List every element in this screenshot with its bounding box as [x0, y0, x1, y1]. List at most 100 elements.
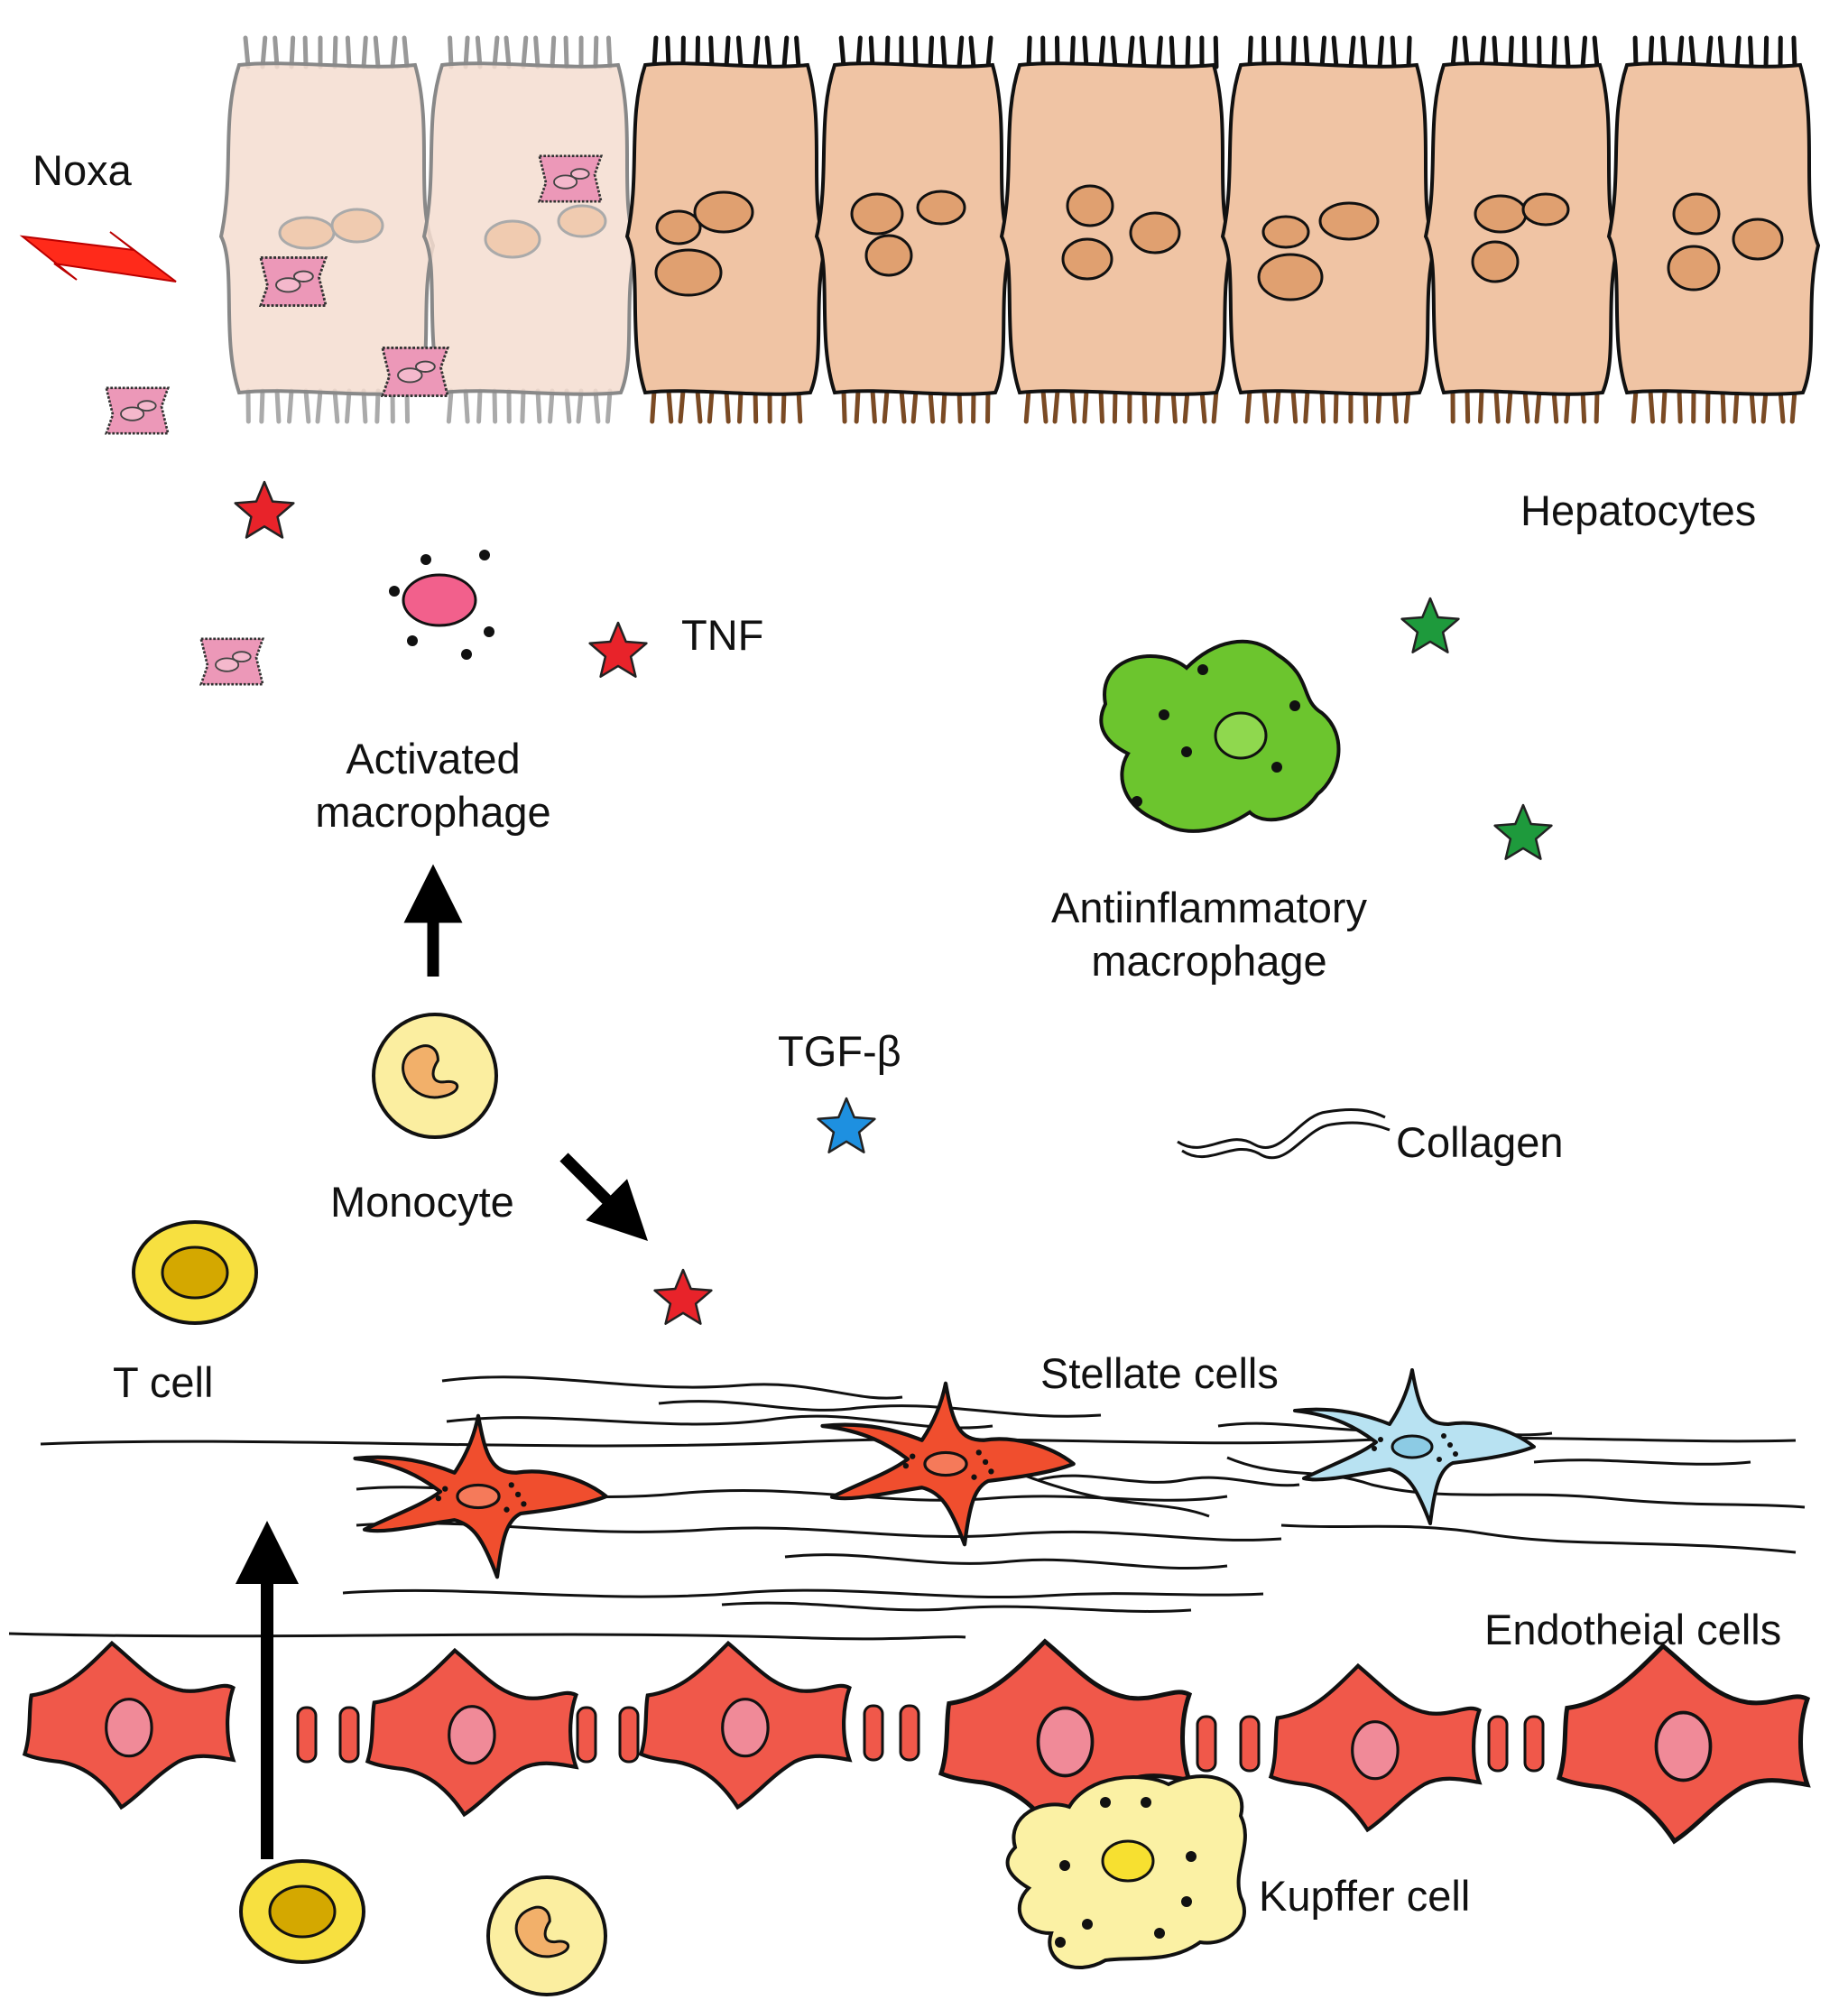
collagen-fiber: [446, 1414, 993, 1430]
noxa-lightning-icon: [19, 231, 177, 282]
hepatocyte: [1423, 61, 1621, 396]
hepatocyte-nucleus: [864, 234, 913, 277]
tnf-star-icon: [653, 1268, 713, 1325]
stellate-nucleus: [923, 1450, 968, 1477]
hepatocyte-nucleus: [1667, 245, 1721, 292]
endothelial-nucleus: [1654, 1710, 1713, 1782]
endothelial-junction: [899, 1704, 920, 1762]
endothelial-cell: [938, 1638, 1193, 1840]
endothelial-nucleus: [448, 1705, 496, 1765]
cell-layer: [19, 154, 1811, 1996]
hepatocyte: [999, 61, 1234, 396]
tnf-star-icon: [588, 621, 648, 678]
hepatocyte: [421, 61, 639, 396]
monocyte: [372, 1013, 498, 1139]
stellate-nucleus: [1391, 1434, 1434, 1459]
stellate-cells-label: Stellate cells: [1040, 1349, 1279, 1397]
endothelial-junction: [338, 1706, 360, 1764]
collagen-fiber: [1533, 1458, 1751, 1466]
activated-macrophage-nucleus: [402, 573, 477, 627]
apoptotic-body: [258, 255, 328, 308]
collagen-fiber: [1226, 1456, 1806, 1509]
hepatocyte-nucleus: [1129, 211, 1181, 255]
hepatocyte: [624, 61, 828, 396]
endothelial-cell: [1556, 1643, 1811, 1845]
collagen-label: Collagen: [1396, 1118, 1564, 1166]
hepatocyte-nucleus: [278, 216, 336, 250]
antiinflammatory-macrophage-label: Antiinflammatory macrophage: [1002, 882, 1417, 988]
t-cell-nucleus: [161, 1245, 229, 1300]
tnf-star-icon: [234, 480, 295, 539]
hepatocyte-nucleus: [1318, 201, 1380, 241]
endothelial-junction: [863, 1704, 884, 1762]
t-cell: [239, 1859, 365, 1964]
hepatocyte: [1606, 61, 1821, 396]
endothelial-cell: [1268, 1662, 1483, 1833]
endothelial-junction: [1523, 1715, 1545, 1773]
hepatocyte-nucleus: [557, 204, 607, 238]
tgf-beta-label: TGF-β: [778, 1027, 901, 1075]
hepatocyte-nucleus: [850, 192, 904, 236]
hepatocyte-nucleus: [1521, 192, 1570, 227]
endothelial-nucleus: [1351, 1720, 1400, 1781]
antiinflammatory-macrophage-label-line2: macrophage: [1091, 936, 1327, 985]
stellate-nucleus: [456, 1483, 501, 1510]
collagen-fiber: [1280, 1523, 1797, 1554]
tnf-label: TNF: [681, 611, 764, 659]
antiinflammatory-macrophage-label-line1: Antiinflammatory: [1051, 884, 1367, 931]
microvilli-layer: [243, 35, 1797, 424]
endothelial-cell: [365, 1647, 579, 1818]
apoptotic-body: [104, 386, 171, 435]
collagen-fiber: [658, 1400, 1102, 1418]
stellate-cell-activated: [820, 1381, 1076, 1547]
migration-arrow-icon: [559, 1153, 648, 1241]
t-cell-label: T cell: [113, 1358, 214, 1406]
hepatocyte-nucleus: [1257, 253, 1324, 301]
endothelial-junction: [1487, 1715, 1509, 1773]
activated-macrophage-label: Activated macrophage: [271, 733, 596, 839]
activated-macrophage-label-line1: Activated: [346, 735, 521, 782]
endothelial-junction: [576, 1706, 597, 1764]
collagen-fiber: [721, 1601, 1192, 1613]
endothelial-junction: [1239, 1715, 1261, 1773]
hepatocyte-nucleus: [916, 190, 966, 226]
activated-macrophage: [389, 550, 494, 660]
endothelial-junction: [618, 1706, 640, 1764]
collagen-fiber: [441, 1375, 903, 1400]
endothelial-cell: [22, 1640, 236, 1810]
monocyte-nucleus: [402, 1044, 459, 1099]
collagen-fiber: [342, 1588, 1264, 1599]
hepatocyte: [1220, 61, 1437, 396]
antiinflammatory-star-icon: [1493, 803, 1553, 860]
hepatocyte-nucleus: [484, 219, 541, 259]
activated-macrophage-label-line2: macrophage: [315, 787, 551, 836]
endothelial-nucleus: [1036, 1706, 1095, 1778]
hepatocyte: [218, 61, 436, 396]
collagen-icon: [1177, 1108, 1386, 1149]
apoptotic-body: [199, 637, 265, 686]
hepatocytes-label: Hepatocytes: [1520, 486, 1757, 534]
monocyte-label: Monocyte: [330, 1178, 514, 1226]
hepatocyte-nucleus: [1471, 240, 1520, 283]
kupffer-cell-label: Kupffer cell: [1259, 1872, 1471, 1920]
stellate-cell-quiescent: [1293, 1368, 1536, 1525]
collagen-fiber: [1037, 1474, 1300, 1487]
endothelial-junction: [296, 1706, 318, 1764]
collagen-fiber: [8, 1632, 966, 1641]
stellate-cell-activated: [353, 1413, 608, 1579]
hepatocyte-nucleus: [1066, 184, 1114, 227]
hepatocyte-nucleus: [330, 208, 384, 244]
kupffer-nucleus: [1101, 1839, 1155, 1883]
endothelial-nucleus: [721, 1698, 770, 1758]
t-cell: [132, 1220, 258, 1325]
monocyte: [486, 1875, 607, 1996]
collagen-fiber: [356, 1522, 1282, 1542]
antiinflammatory-macrophage: [1099, 639, 1341, 833]
hepatocyte-nucleus: [654, 248, 723, 297]
collagen-fiber: [784, 1553, 1228, 1570]
endothelial-nucleus: [105, 1698, 153, 1758]
hepatocyte: [814, 61, 1013, 396]
tgf-beta-star-icon: [817, 1097, 876, 1153]
